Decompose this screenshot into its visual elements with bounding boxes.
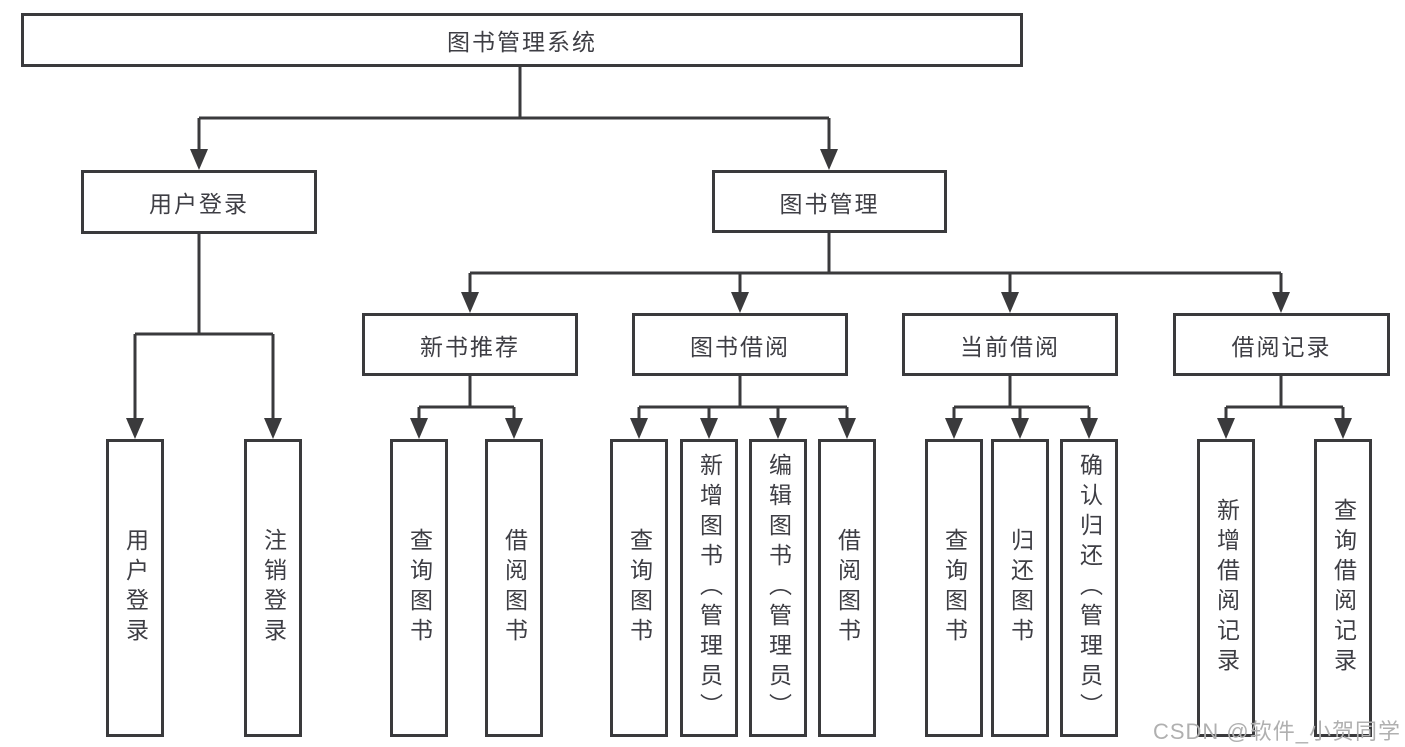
node-label: 用户登录 bbox=[122, 528, 149, 648]
node-label: 图书管理系统 bbox=[447, 29, 597, 55]
node-label: 注销登录 bbox=[260, 528, 287, 648]
node-leaf-return-books: 归还图书 bbox=[991, 439, 1049, 737]
node-label: 新书推荐 bbox=[420, 333, 520, 360]
node-book-management: 图书管理 bbox=[712, 170, 947, 233]
node-leaf-query-books-borrow: 查询图书 bbox=[610, 439, 668, 737]
node-new-book-recommend: 新书推荐 bbox=[362, 313, 578, 376]
node-label: 用户登录 bbox=[149, 191, 249, 217]
node-leaf-add-books-admin: 新增图书（管理员） bbox=[680, 439, 738, 737]
node-leaf-borrow-books: 借阅图书 bbox=[818, 439, 876, 737]
node-label: 查询图书 bbox=[406, 528, 433, 648]
node-leaf-add-borrow-record: 新增借阅记录 bbox=[1197, 439, 1255, 737]
node-label: 借阅记录 bbox=[1231, 333, 1332, 360]
node-label: 查询图书 bbox=[626, 528, 653, 648]
node-label: 编辑图书（管理员） bbox=[765, 453, 792, 723]
node-leaf-query-books-recommend: 查询图书 bbox=[390, 439, 448, 737]
node-label: 新增借阅记录 bbox=[1213, 498, 1240, 678]
node-user-login: 用户登录 bbox=[81, 170, 317, 234]
node-leaf-confirm-return-admin: 确认归还（管理员） bbox=[1060, 439, 1118, 737]
node-current-borrow: 当前借阅 bbox=[902, 313, 1118, 376]
node-label: 当前借阅 bbox=[960, 333, 1060, 360]
node-label: 借阅图书 bbox=[834, 528, 861, 648]
node-leaf-query-books-current: 查询图书 bbox=[925, 439, 983, 737]
arrowheads bbox=[126, 149, 1352, 439]
node-label: 查询图书 bbox=[941, 528, 968, 648]
node-leaf-user-login: 用户登录 bbox=[106, 439, 164, 737]
node-borrow-records: 借阅记录 bbox=[1173, 313, 1390, 376]
node-leaf-edit-books-admin: 编辑图书（管理员） bbox=[749, 439, 807, 737]
node-label: 图书借阅 bbox=[690, 333, 790, 360]
node-label: 新增图书（管理员） bbox=[696, 453, 723, 723]
node-label: 归还图书 bbox=[1007, 528, 1034, 648]
node-label: 确认归还（管理员） bbox=[1076, 453, 1103, 723]
node-label: 借阅图书 bbox=[501, 528, 528, 648]
node-leaf-borrow-books-recommend: 借阅图书 bbox=[485, 439, 543, 737]
node-label: 图书管理 bbox=[779, 190, 880, 217]
node-root-library-system: 图书管理系统 bbox=[21, 13, 1023, 67]
watermark-text: CSDN @软件_小贺同学 bbox=[1152, 719, 1401, 744]
node-book-borrow: 图书借阅 bbox=[632, 313, 848, 376]
node-label: 查询借阅记录 bbox=[1330, 498, 1357, 678]
node-leaf-logout: 注销登录 bbox=[244, 439, 302, 737]
node-leaf-query-borrow-record: 查询借阅记录 bbox=[1314, 439, 1372, 737]
